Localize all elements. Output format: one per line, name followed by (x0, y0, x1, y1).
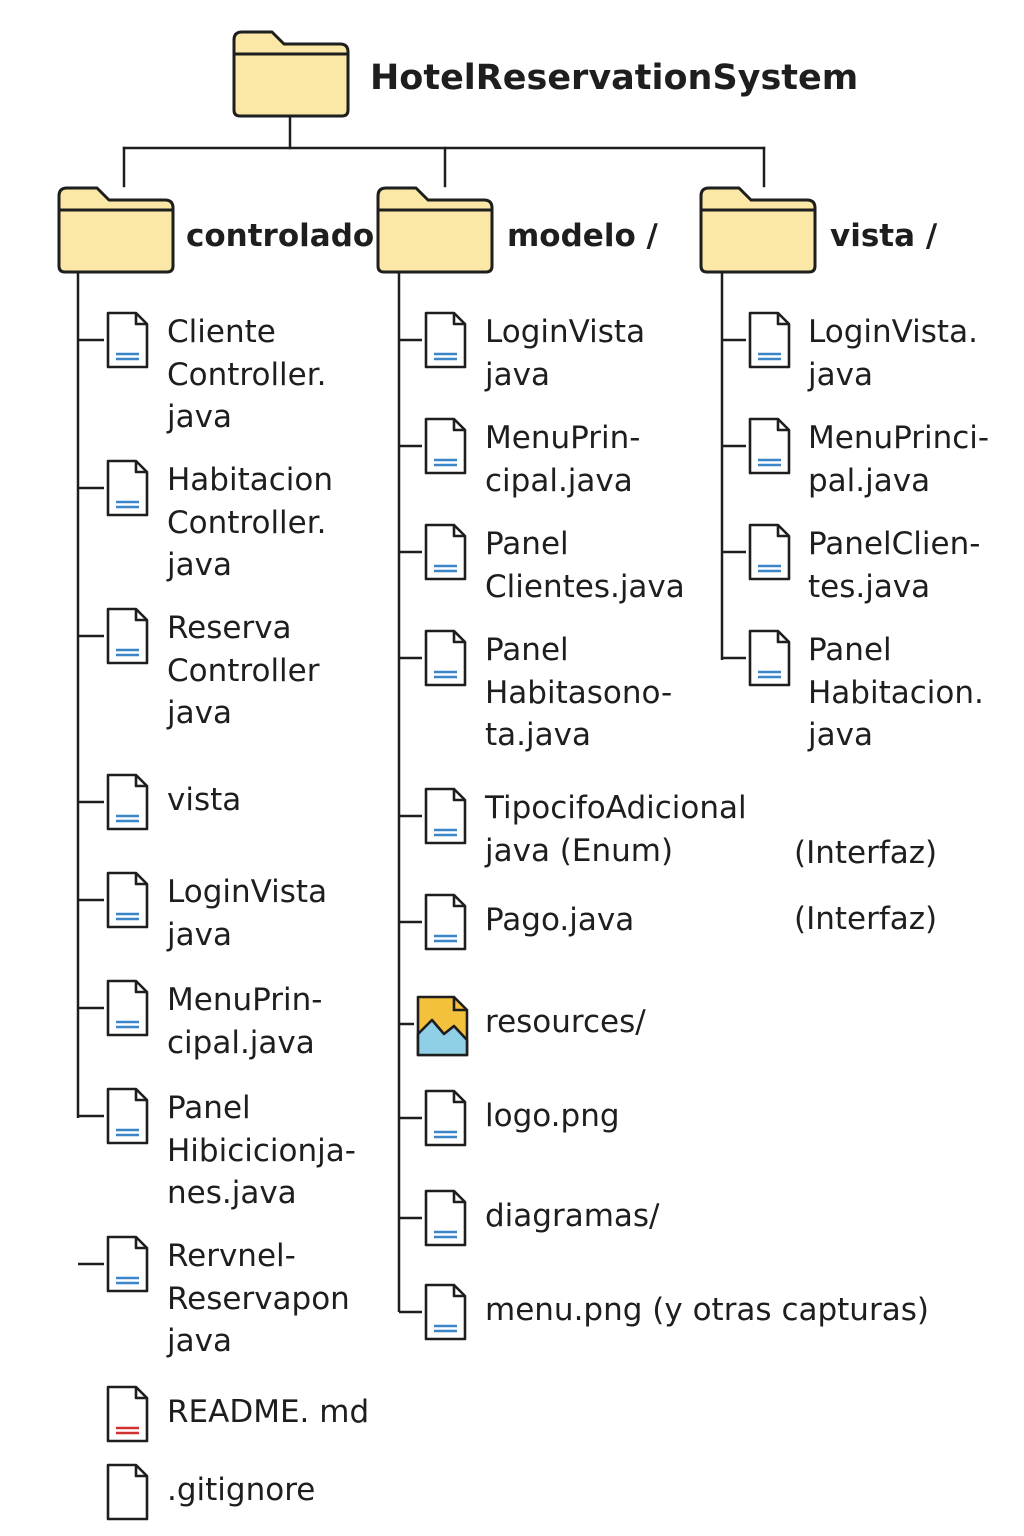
java-file-icon[interactable] (422, 416, 468, 476)
java-file-icon[interactable] (104, 978, 150, 1038)
root-folder-icon[interactable] (232, 26, 350, 118)
vista-folder-icon[interactable] (699, 182, 817, 274)
interface-note: (Interfaz) (794, 835, 938, 871)
java-file-icon[interactable] (746, 310, 792, 370)
file-label[interactable]: PanelClien- tes.java (808, 526, 981, 605)
java-file-icon[interactable] (746, 522, 792, 582)
file-icon[interactable] (422, 1088, 468, 1148)
java-file-icon[interactable] (422, 310, 468, 370)
file-label[interactable]: Reserva Controller java (167, 610, 320, 731)
file-label[interactable]: vista (167, 782, 242, 818)
file-label[interactable]: Panel Habitacion. java (808, 632, 984, 753)
file-label[interactable]: Panel Habitasono- ta.java (485, 632, 673, 753)
blank-file-icon[interactable] (104, 1462, 150, 1522)
file-label[interactable]: Cliente Controller. java (167, 314, 327, 435)
java-file-icon[interactable] (422, 628, 468, 688)
file-label[interactable]: .gitignore (167, 1472, 316, 1508)
file-label[interactable]: README. md (167, 1394, 370, 1430)
java-file-icon[interactable] (104, 606, 150, 666)
java-file-icon[interactable] (422, 786, 468, 846)
file-icon[interactable] (422, 1188, 468, 1248)
file-label[interactable]: Panel Clientes.java (485, 526, 685, 605)
root-folder-title: HotelReservationSystem (370, 58, 859, 98)
file-label[interactable]: LoginVista. java (808, 314, 978, 393)
file-label[interactable]: Habitacion Controller. java (167, 462, 334, 583)
markdown-file-icon[interactable] (104, 1384, 150, 1444)
file-label[interactable]: Pago.java (485, 902, 635, 938)
java-file-icon[interactable] (104, 1234, 150, 1294)
java-file-icon[interactable] (422, 522, 468, 582)
java-file-icon[interactable] (746, 628, 792, 688)
controlador-folder-icon[interactable] (57, 182, 175, 274)
file-label[interactable]: menu.png (y otras capturas) (485, 1292, 929, 1328)
file-label[interactable]: diagramas/ (485, 1198, 660, 1234)
file-label[interactable]: TipocifoAdicional java (Enum) (485, 790, 747, 869)
modelo-folder-icon[interactable] (376, 182, 494, 274)
file-label[interactable]: LoginVista java (167, 874, 328, 953)
file-label[interactable]: resources/ (485, 1004, 646, 1040)
file-label[interactable]: MenuPrin- cipal.java (485, 420, 641, 499)
file-label[interactable]: logo.png (485, 1098, 620, 1134)
file-icon[interactable] (104, 772, 150, 832)
file-label[interactable]: MenuPrinci- pal.java (808, 420, 990, 499)
java-file-icon[interactable] (104, 1086, 150, 1146)
file-label[interactable]: Rervnel- Reservapon java (167, 1238, 350, 1359)
java-file-icon[interactable] (746, 416, 792, 476)
modelo-folder-label: modelo / (507, 218, 658, 254)
java-file-icon[interactable] (104, 458, 150, 518)
file-label[interactable]: LoginVista java (485, 314, 646, 393)
vista-folder-label: vista / (830, 218, 938, 254)
interface-note: (Interfaz) (794, 901, 938, 937)
java-file-icon[interactable] (104, 310, 150, 370)
java-file-icon[interactable] (422, 892, 468, 952)
image-file-icon[interactable] (414, 994, 470, 1058)
file-icon[interactable] (422, 1282, 468, 1342)
java-file-icon[interactable] (104, 870, 150, 930)
file-label[interactable]: Panel Hibicicionja- nes.java (167, 1090, 356, 1211)
file-label[interactable]: MenuPrin- cipal.java (167, 982, 323, 1061)
controlador-folder-label: controlador (186, 218, 390, 254)
